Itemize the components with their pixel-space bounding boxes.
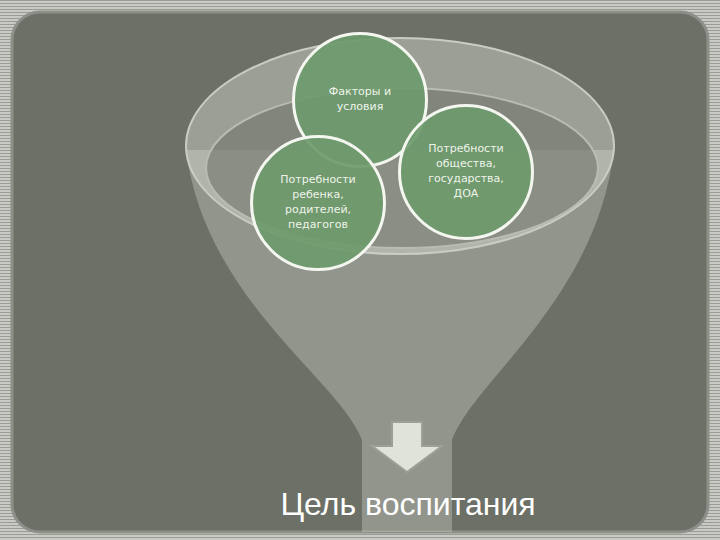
circle-shape bbox=[252, 137, 385, 270]
circle-node: Потребности общества, государства, ДОА bbox=[398, 104, 534, 240]
circle-label: Потребности ребенка, родителей, педагого… bbox=[269, 173, 367, 232]
circle-shape bbox=[400, 106, 533, 239]
circle-label: Потребности общества, государства, ДОА bbox=[417, 142, 515, 201]
circle-node: Потребности ребенка, родителей, педагого… bbox=[250, 135, 386, 271]
goal-label: Цель воспитания bbox=[280, 487, 535, 522]
dark-panel bbox=[12, 12, 708, 532]
circle-label: Факторы и условия bbox=[311, 85, 409, 115]
down-arrow bbox=[372, 422, 442, 472]
